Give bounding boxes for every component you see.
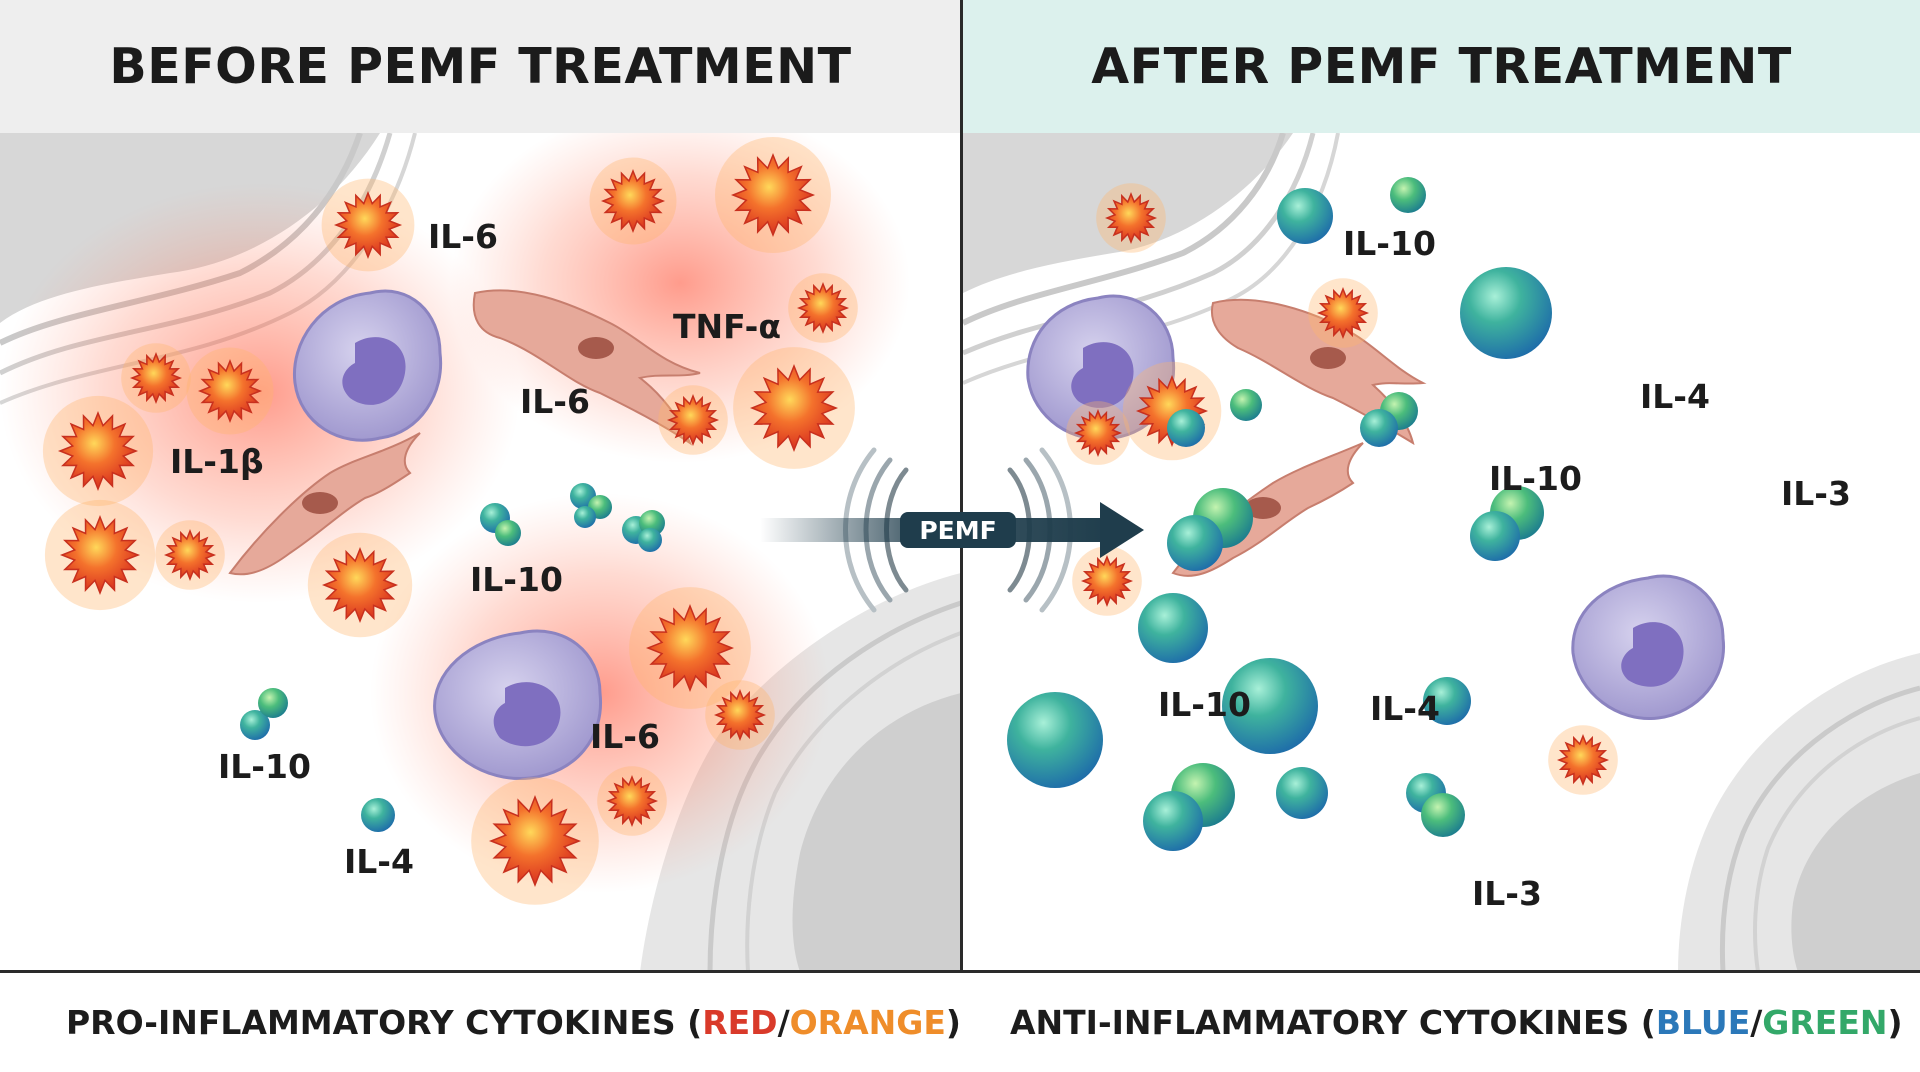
anti-inflammatory-cytokine <box>240 688 288 740</box>
panel-divider <box>960 0 963 972</box>
pro-inflammatory-cytokine <box>307 532 413 638</box>
pro-inflammatory-cytokine <box>42 395 154 507</box>
pro-inflammatory-cytokine <box>658 385 728 455</box>
legend-footer: PRO-INFLAMMATORY CYTOKINES (RED/ORANGE) … <box>0 973 1920 1072</box>
cytokine-label-il10: IL-10 <box>1158 685 1251 724</box>
anti-inflammatory-cytokine <box>622 510 665 552</box>
caption-color-blue: BLUE <box>1655 1003 1751 1042</box>
caption-color-green: GREEN <box>1762 1003 1888 1042</box>
pro-inflammatory-cytokine <box>597 766 667 836</box>
anti-inflammatory-cytokine <box>1167 488 1253 571</box>
caption-suffix: ) <box>1887 1003 1903 1042</box>
pro-inflammatory-cytokine <box>44 499 156 611</box>
pemf-arrow-overlay: PEMF <box>760 447 1144 613</box>
pro-inflammatory-cytokine <box>705 680 775 750</box>
anti-inflammatory-cytokine <box>1167 409 1205 447</box>
pro-inflammatory-cytokine <box>715 137 831 253</box>
anti-inflammatory-cytokine <box>1423 677 1471 725</box>
cytokine-label-il3: IL-3 <box>1781 474 1851 513</box>
fibroblast-cell <box>472 289 701 446</box>
pro-inflammatory-cytokine <box>1072 546 1142 616</box>
before-scene: IL-6 TNF-α IL-6 IL-1β IL-10 IL-10 IL-6 I… <box>0 133 961 972</box>
cytokine-label-il10: IL-10 <box>1343 224 1436 263</box>
anti-inflammatory-cytokine <box>1007 692 1103 788</box>
cytokine-label-il6: IL-6 <box>428 217 498 256</box>
caption-separator: / <box>777 1003 790 1042</box>
cytokine-label-il4: IL-4 <box>1370 689 1440 728</box>
cytokine-label-tnfa: TNF-α <box>673 307 781 346</box>
pro-inflammatory-cytokines <box>1066 183 1618 795</box>
anti-inflammatory-caption: ANTI-INFLAMMATORY CYTOKINES (BLUE/GREEN) <box>1010 1003 1903 1042</box>
macrophage-cell <box>292 289 443 442</box>
anti-inflammatory-cytokine <box>1390 177 1426 213</box>
after-header: AFTER PEMF TREATMENT <box>963 0 1920 133</box>
cytokine-label-il4: IL-4 <box>344 842 414 881</box>
anti-inflammatory-cytokine <box>1470 486 1544 561</box>
inflammation-haze <box>0 183 520 603</box>
pro-inflammatory-cytokine <box>1308 278 1378 348</box>
footer-rule <box>0 970 1920 973</box>
pro-inflammatory-cytokine <box>471 777 599 905</box>
pro-inflammatory-cytokines <box>42 137 858 905</box>
pro-inflammatory-cytokine <box>589 157 677 245</box>
after-panel: AFTER PEMF TREATMENT <box>963 0 1920 972</box>
pro-inflammatory-cytokine <box>1066 401 1130 465</box>
cytokine-label-il3: IL-3 <box>1472 874 1542 913</box>
anti-inflammatory-cytokine <box>1230 389 1262 421</box>
cytokine-label-il4: IL-4 <box>1640 377 1710 416</box>
anti-inflammatory-cytokine <box>1406 773 1465 837</box>
cytokine-label-il1b: IL-1β <box>170 442 264 481</box>
pemf-label: PEMF <box>919 516 996 545</box>
pro-inflammatory-cytokine <box>321 178 415 272</box>
pro-inflammatory-cytokine <box>1096 183 1166 253</box>
pro-inflammatory-cytokine <box>186 347 274 435</box>
macrophage-cell <box>433 629 603 781</box>
caption-color-red: RED <box>702 1003 778 1042</box>
anti-inflammatory-cytokine <box>1143 763 1235 851</box>
pro-inflammatory-cytokine <box>155 520 225 590</box>
anti-inflammatory-cytokine <box>480 503 521 546</box>
macrophage-cell <box>1026 294 1176 441</box>
cytokine-label-il6: IL-6 <box>520 382 590 421</box>
anti-inflammatory-cytokine <box>1222 658 1318 754</box>
cytokine-label-il10: IL-10 <box>1489 459 1582 498</box>
fibroblast-nucleus <box>1245 497 1281 519</box>
before-panel: BEFORE PEMF TREATMENT <box>0 0 961 972</box>
pemf-badge <box>900 512 1016 548</box>
pro-inflammatory-cytokine <box>629 587 751 709</box>
caption-color-orange: ORANGE <box>789 1003 946 1042</box>
anti-inflammatory-cytokine <box>1460 267 1552 359</box>
cytokine-label-il6: IL-6 <box>590 717 660 756</box>
anti-inflammatory-cytokine <box>361 798 395 832</box>
fibroblast-nucleus <box>1310 347 1346 369</box>
anti-inflammatory-cytokine <box>1276 767 1328 819</box>
caption-text: ANTI-INFLAMMATORY CYTOKINES ( <box>1010 1003 1656 1042</box>
caption-text: PRO-INFLAMMATORY CYTOKINES ( <box>66 1003 703 1042</box>
anti-inflammatory-cytokine <box>1277 188 1333 244</box>
cytokine-label-il10: IL-10 <box>470 560 563 599</box>
anti-inflammatory-cytokine <box>570 483 612 528</box>
pro-inflammatory-cytokine <box>121 343 191 413</box>
pro-inflammatory-cytokine <box>788 273 858 343</box>
tissue-cell-bottom-right <box>1678 653 1920 972</box>
fibroblast-nucleus <box>302 492 338 514</box>
pro-inflammatory-cytokine <box>1548 725 1618 795</box>
after-scene: IL-10 IL-4 IL-10 IL-3 IL-10 IL-4 IL-3 <box>963 133 1920 972</box>
macrophage-cell <box>1571 574 1726 721</box>
pro-inflammatory-cytokine <box>733 347 855 469</box>
cytokine-label-il10: IL-10 <box>218 747 311 786</box>
before-header: BEFORE PEMF TREATMENT <box>0 0 961 133</box>
fibroblast-nucleus <box>578 337 614 359</box>
anti-inflammatory-cytokine <box>1138 593 1208 663</box>
anti-inflammatory-cytokine <box>1360 392 1418 447</box>
caption-separator: / <box>1750 1003 1763 1042</box>
caption-suffix: ) <box>945 1003 961 1042</box>
pro-inflammatory-caption: PRO-INFLAMMATORY CYTOKINES (RED/ORANGE) <box>66 1003 961 1042</box>
